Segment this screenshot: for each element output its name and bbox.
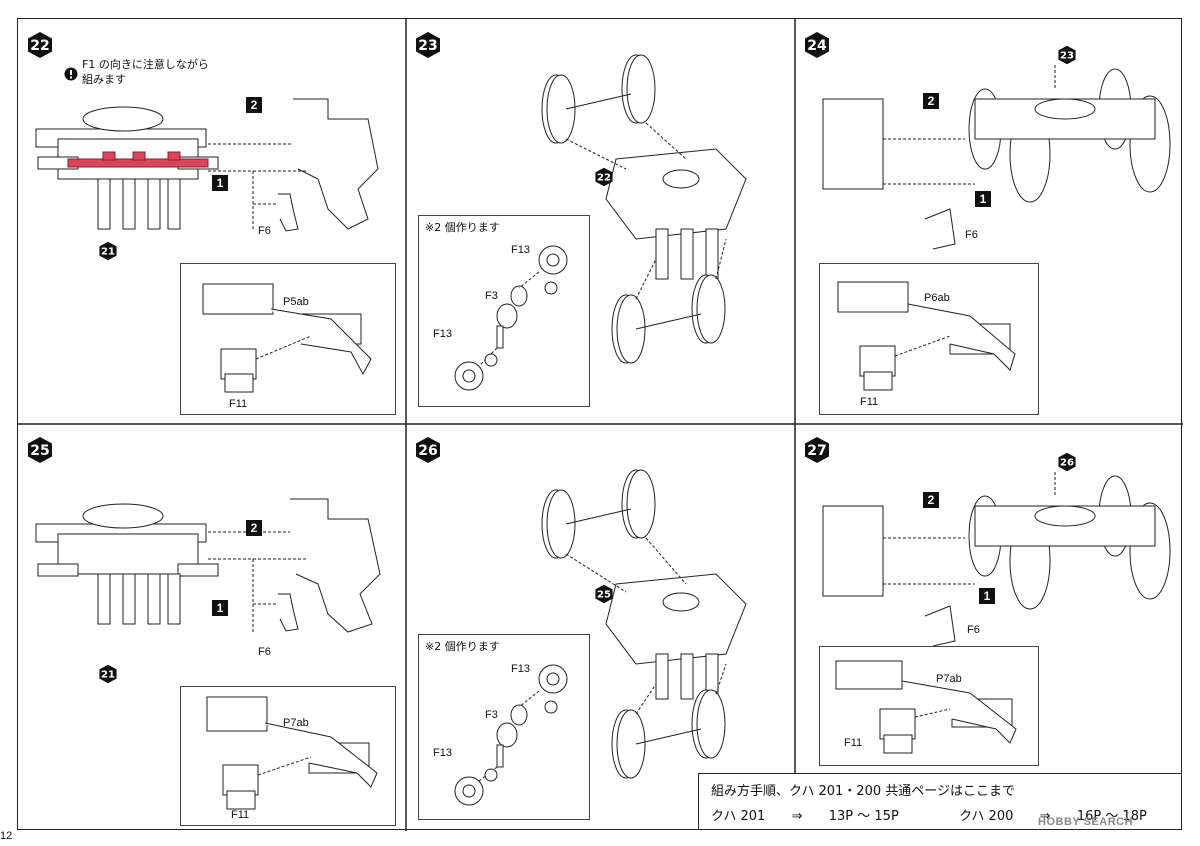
detail-box: P7ab F11 bbox=[180, 686, 396, 826]
ref-badge-23: 23 bbox=[1058, 45, 1076, 65]
arrow-label-1: 1 bbox=[212, 600, 228, 616]
svg-text:21: 21 bbox=[101, 247, 115, 258]
bogie-side-drawing bbox=[822, 65, 1171, 250]
step-badge-22: 22 bbox=[28, 32, 52, 58]
arrow-label-2: 2 bbox=[246, 97, 262, 113]
detail-box: P7ab F11 bbox=[819, 646, 1039, 766]
wheelset-box: ※2 個作ります F13 F3 F13 bbox=[418, 215, 590, 407]
summary-page-refs: クハ 201 ⇒ 13P ～ 15P クハ 200 ⇒ 16P ～ 18P bbox=[711, 805, 1147, 824]
sub-part-main-label: P7ab bbox=[936, 673, 962, 685]
panel-grid bbox=[18, 19, 1183, 831]
detail-box: P5ab F11 bbox=[180, 263, 396, 415]
kuha201-label: クハ 201 bbox=[711, 809, 766, 824]
ref-badge-21: 21 bbox=[99, 241, 117, 261]
svg-text:26: 26 bbox=[418, 443, 437, 459]
step-badge-26: 26 bbox=[416, 437, 440, 463]
sub-part-label: F11 bbox=[844, 737, 863, 749]
wheelset-box: ※2 個作ります F13 F3 F13 bbox=[418, 634, 590, 820]
quantity-note: ※2 個作ります bbox=[425, 221, 500, 234]
svg-text:23: 23 bbox=[1060, 51, 1074, 62]
part-label-f6: F6 bbox=[258, 646, 271, 658]
step-badge-23: 23 bbox=[416, 32, 440, 58]
arrow-icon: ⇒ bbox=[791, 809, 803, 824]
svg-text:21: 21 bbox=[101, 670, 115, 681]
step-note: F1 の向きに注意しながら 組みます bbox=[82, 58, 209, 86]
step-badge-27: 27 bbox=[805, 437, 829, 463]
ref-badge-26: 26 bbox=[1058, 452, 1076, 472]
ref-badge-25: 25 bbox=[595, 584, 613, 604]
arrow-label-2: 2 bbox=[923, 93, 939, 109]
instruction-sheet: 22 F1 の向きに注意しながら 組みます bbox=[17, 18, 1183, 831]
arrow-label-1: 1 bbox=[975, 191, 991, 207]
part-label-f13-top: F13 bbox=[511, 244, 530, 256]
arrow-label-2: 2 bbox=[246, 520, 262, 536]
part-label-f3: F3 bbox=[485, 709, 498, 721]
summary-box: 組み方手順、クハ 201・200 共通ページはここまで クハ 201 ⇒ 13P… bbox=[698, 773, 1182, 830]
step-panel-26: 26 25 ※2 個作ります bbox=[406, 424, 795, 831]
step-badge-25: 25 bbox=[28, 437, 52, 463]
step-badge-24: 24 bbox=[805, 32, 829, 58]
svg-text:22: 22 bbox=[597, 173, 611, 184]
wheelset-drawing bbox=[454, 245, 568, 391]
detail-box: P6ab F11 bbox=[819, 263, 1039, 415]
sub-part-main-label: P5ab bbox=[283, 296, 309, 308]
svg-text:25: 25 bbox=[30, 443, 49, 459]
bogie-frame-drawing bbox=[35, 498, 381, 634]
kuha200-pages: 16P ～ 18P bbox=[1076, 809, 1147, 824]
arrow-label-2: 2 bbox=[923, 492, 939, 508]
svg-text:27: 27 bbox=[807, 443, 826, 459]
step-panel-22: 22 F1 の向きに注意しながら 組みます bbox=[18, 19, 406, 424]
detail-drawing bbox=[202, 283, 372, 393]
warning-icon bbox=[64, 67, 78, 81]
sub-part-main-label: P7ab bbox=[283, 717, 309, 729]
svg-text:25: 25 bbox=[597, 590, 611, 601]
wheelset-drawing bbox=[454, 664, 568, 806]
part-label-f6: F6 bbox=[967, 624, 980, 636]
detail-drawing bbox=[835, 660, 1017, 754]
svg-text:26: 26 bbox=[1060, 458, 1074, 469]
quantity-note: ※2 個作ります bbox=[425, 640, 500, 653]
step-panel-23: 23 22 ※2 個作ります bbox=[406, 19, 795, 424]
detail-drawing bbox=[206, 696, 378, 810]
arrow-label-1: 1 bbox=[979, 588, 995, 604]
bogie-side-drawing bbox=[822, 472, 1171, 647]
kuha201-pages: 13P ～ 15P bbox=[828, 809, 899, 824]
watermark: HOBBY SEARCH bbox=[1038, 816, 1134, 828]
page-number: 12 bbox=[0, 830, 13, 842]
detail-drawing bbox=[837, 281, 1016, 391]
svg-text:22: 22 bbox=[30, 38, 49, 54]
bogie-assembly-drawing bbox=[541, 54, 747, 364]
sub-part-main-label: P6ab bbox=[924, 292, 950, 304]
sub-part-label: F11 bbox=[231, 809, 250, 821]
arrow-icon: ⇒ bbox=[1039, 809, 1051, 824]
ref-badge-22: 22 bbox=[595, 167, 613, 187]
kuha200-label: クハ 200 bbox=[959, 809, 1014, 824]
summary-heading: 組み方手順、クハ 201・200 共通ページはここまで bbox=[711, 784, 1015, 799]
part-label-f3: F3 bbox=[485, 290, 498, 302]
sub-part-label: F11 bbox=[229, 398, 248, 410]
part-label-f13-top: F13 bbox=[511, 663, 530, 675]
bogie-assembly-drawing bbox=[541, 469, 747, 779]
part-label-f6: F6 bbox=[258, 225, 271, 237]
step-panel-25: 25 2 1 F6 21 bbox=[18, 424, 406, 831]
part-label-f6: F6 bbox=[965, 229, 978, 241]
svg-text:24: 24 bbox=[807, 38, 827, 54]
part-label-f13-bottom: F13 bbox=[433, 328, 452, 340]
ref-badge-21: 21 bbox=[99, 664, 117, 684]
part-label-f13-bottom: F13 bbox=[433, 747, 452, 759]
svg-text:23: 23 bbox=[418, 38, 437, 54]
arrow-label-1: 1 bbox=[212, 175, 228, 191]
step-panel-24: 24 23 2 1 F6 bbox=[795, 19, 1183, 424]
step-panel-27: 27 26 2 1 F6 bbox=[795, 424, 1183, 774]
bogie-frame-drawing bbox=[35, 98, 379, 232]
sub-part-label: F11 bbox=[860, 396, 879, 408]
